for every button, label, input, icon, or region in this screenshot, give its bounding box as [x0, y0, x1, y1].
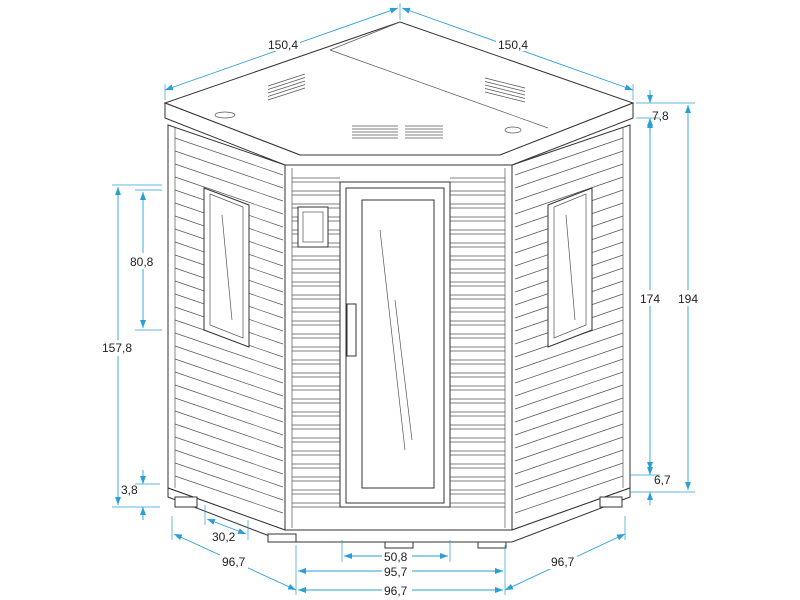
siding-board-line — [174, 332, 284, 371]
door-handle — [346, 303, 357, 357]
siding-board-line — [514, 332, 624, 371]
siding-board-line — [514, 462, 624, 501]
siding-board-line — [174, 163, 284, 202]
siding-board-line — [514, 410, 624, 449]
dim-front-width: 96,7 — [384, 584, 408, 598]
dim-front-width-inner: 95,7 — [384, 565, 408, 579]
dim-top-left-width: 150,4 — [268, 38, 298, 52]
siding-board-line — [174, 436, 284, 475]
siding-board-line — [514, 176, 624, 215]
siding-board-line — [514, 150, 624, 189]
siding-board-line — [174, 462, 284, 501]
dim-total-height: 194 — [678, 292, 698, 306]
siding-board-line — [514, 163, 624, 202]
door-glass — [361, 199, 435, 489]
dim-base-left-height: 3,8 — [121, 483, 138, 497]
vent-slot — [484, 88, 526, 99]
siding-board-line — [514, 449, 624, 488]
roof-light-right — [504, 126, 522, 134]
dim-foot-width: 30,2 — [212, 530, 236, 544]
siding-board-line — [514, 475, 624, 514]
siding-board-line — [174, 397, 284, 436]
vent-slot — [484, 91, 526, 103]
foot-left — [174, 496, 198, 508]
siding-board-line — [174, 358, 284, 397]
foot-front-left — [267, 533, 297, 543]
siding-board-line — [174, 449, 284, 488]
siding-board-line — [514, 397, 624, 436]
dimension-labels: 150,4 150,4 7,8 174 194 6,7 80,8 157,8 3… — [100, 37, 700, 598]
siding-board-line — [514, 345, 624, 384]
right-window — [547, 187, 593, 348]
roof-fascia — [164, 102, 634, 166]
foot-front-mid — [384, 541, 414, 549]
siding-board-line — [174, 475, 284, 514]
siding-board-line — [174, 176, 284, 215]
siding-board-line — [174, 137, 284, 176]
siding-board-line — [514, 436, 624, 475]
siding-board-line — [514, 137, 624, 176]
base-plinth — [167, 487, 631, 543]
dim-window-height: 80,8 — [130, 255, 154, 269]
dim-top-right-width: 150,4 — [498, 38, 528, 52]
left-window — [203, 187, 250, 348]
siding-board-line — [514, 384, 624, 423]
siding-board-line — [174, 423, 284, 462]
siding-board-line — [514, 358, 624, 397]
control-panel — [297, 206, 329, 248]
dim-roof-height: 7,8 — [652, 109, 669, 123]
siding-board-line — [174, 410, 284, 449]
foot-front-right — [477, 541, 507, 549]
dim-window-base-height: 157,8 — [102, 341, 132, 355]
dim-door-width: 50,8 — [384, 550, 408, 564]
roof-light-left — [214, 111, 236, 119]
siding-board-line — [514, 371, 624, 410]
dim-base-right-height: 6,7 — [654, 473, 671, 487]
dim-right-side-width: 96,7 — [551, 555, 575, 569]
siding-board-line — [174, 371, 284, 410]
foot-right — [599, 496, 623, 508]
dim-left-side-width: 96,7 — [222, 555, 246, 569]
siding-board-line — [174, 150, 284, 189]
siding-board-line — [514, 423, 624, 462]
siding-board-line — [174, 345, 284, 384]
dim-wall-height: 174 — [640, 292, 660, 306]
siding-board-line — [174, 384, 284, 423]
